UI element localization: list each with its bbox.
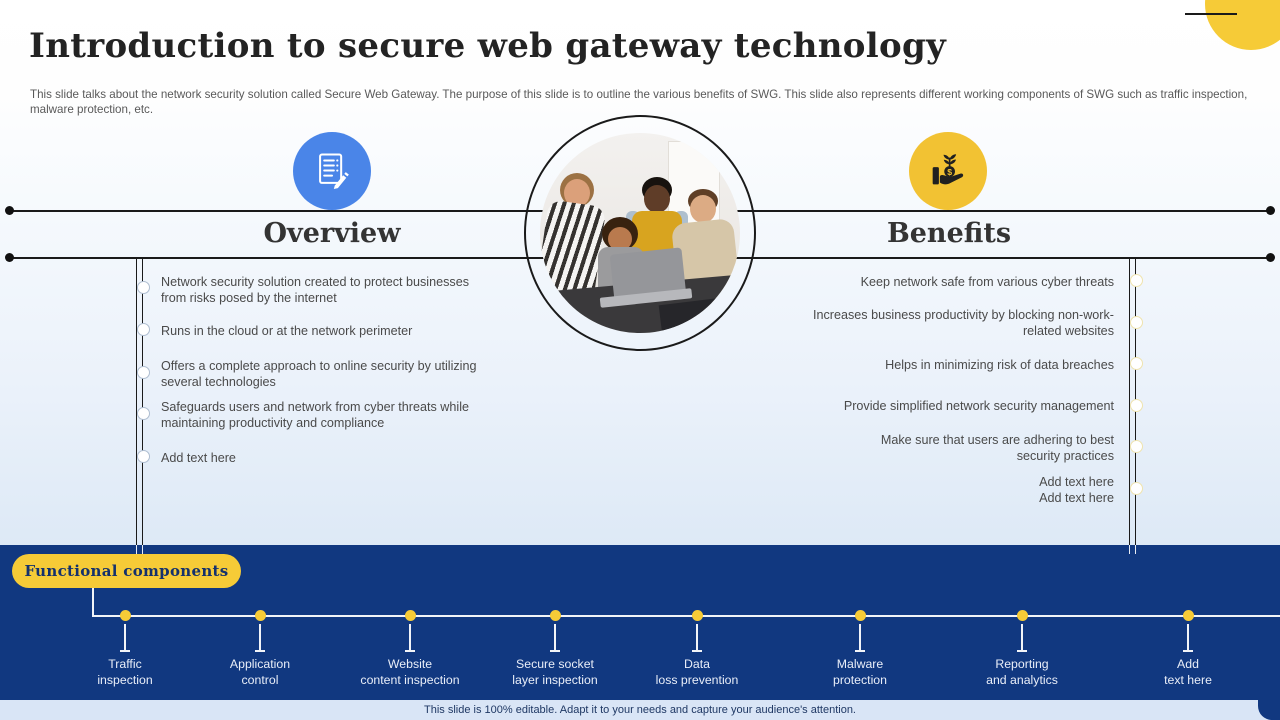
footer-corner-accent: [1258, 700, 1280, 720]
timeline-tick: [692, 650, 702, 652]
benefit-item: Make sure that users are adhering to bes…: [880, 433, 1114, 463]
overview-node: [136, 407, 150, 420]
timeline-dot: [691, 610, 703, 621]
benefit-node: [1129, 399, 1143, 412]
corner-accent-circle: [1205, 0, 1280, 50]
benefit-item: Keep network safe from various cyber thr…: [860, 275, 1114, 289]
footer-text: This slide is 100% editable. Adapt it to…: [424, 704, 856, 716]
benefit-node: [1129, 482, 1143, 495]
timeline-label: Application control: [229, 657, 291, 687]
overview-item: Add text here: [161, 451, 236, 465]
rail-endpoint-dot: [5, 253, 14, 262]
timeline-dot: [854, 610, 866, 621]
overview-rail-stub: [136, 545, 143, 554]
timeline-tick: [1183, 650, 1193, 652]
timeline-tick: [550, 650, 560, 652]
slide-subtitle: This slide talks about the network secur…: [30, 88, 1248, 116]
svg-text:$: $: [947, 167, 952, 177]
overview-node: [136, 281, 150, 294]
timeline-label: Website content inspection: [360, 657, 460, 687]
benefit-node: [1129, 316, 1143, 329]
timeline-stem: [1187, 624, 1189, 650]
overview-rail: [136, 258, 143, 545]
overview-node: [136, 450, 150, 463]
overview-item: Runs in the cloud or at the network peri…: [161, 324, 413, 338]
footer-strip: This slide is 100% editable. Adapt it to…: [0, 700, 1280, 720]
benefit-item: Increases business productivity by block…: [813, 308, 1114, 338]
timeline-dot: [549, 610, 561, 621]
functional-components-pill: Functional components: [12, 554, 241, 588]
timeline-dot: [1016, 610, 1028, 621]
timeline-tick: [1017, 650, 1027, 652]
rail-endpoint-dot: [1266, 253, 1275, 262]
notepad-pencil-icon: [293, 132, 371, 210]
timeline-stem: [1021, 624, 1023, 650]
timeline-label: Add text here: [1164, 657, 1212, 687]
timeline-dot: [404, 610, 416, 621]
overview-node: [136, 366, 150, 379]
timeline-line: [92, 615, 1280, 617]
benefits-rail-stub: [1129, 545, 1136, 554]
benefit-node: [1129, 274, 1143, 287]
functional-components-bar: Functional components Traffic inspection…: [0, 545, 1280, 700]
timeline-dot: [1182, 610, 1194, 621]
benefit-item: Add text here Add text here: [1039, 475, 1114, 505]
timeline-tick: [255, 650, 265, 652]
hand-money-plant-icon: $: [909, 132, 987, 210]
timeline-stem: [124, 624, 126, 650]
benefits-heading: Benefits: [886, 218, 1012, 249]
overview-item: Network security solution created to pro…: [161, 275, 469, 305]
benefit-node: [1129, 440, 1143, 453]
timeline-stem: [554, 624, 556, 650]
timeline-label: Data loss prevention: [655, 657, 739, 687]
timeline-stem: [696, 624, 698, 650]
timeline-label: Secure socket layer inspection: [512, 657, 598, 687]
timeline-dot: [254, 610, 266, 621]
overview-heading: Overview: [263, 218, 401, 249]
rail-endpoint-dot: [1266, 206, 1275, 215]
rail-endpoint-dot: [5, 206, 14, 215]
benefit-item: Helps in minimizing risk of data breache…: [885, 358, 1114, 372]
slide-title: Introduction to secure web gateway techn…: [29, 26, 947, 66]
corner-accent-line: [1185, 13, 1237, 15]
pill-connector-line: [92, 588, 94, 616]
timeline-label: Reporting and analytics: [986, 657, 1058, 687]
timeline-stem: [859, 624, 861, 650]
overview-item: Safeguards users and network from cyber …: [161, 400, 469, 430]
overview-item: Offers a complete approach to online sec…: [161, 359, 477, 389]
timeline-stem: [409, 624, 411, 650]
timeline-dot: [119, 610, 131, 621]
timeline-label: Malware protection: [832, 657, 887, 687]
benefit-item: Provide simplified network security mana…: [843, 399, 1114, 413]
timeline-label: Traffic inspection: [97, 657, 153, 687]
timeline-tick: [120, 650, 130, 652]
timeline-stem: [259, 624, 261, 650]
timeline-tick: [855, 650, 865, 652]
overview-node: [136, 323, 150, 336]
timeline-tick: [405, 650, 415, 652]
photo-ring: [524, 115, 756, 351]
benefit-node: [1129, 357, 1143, 370]
